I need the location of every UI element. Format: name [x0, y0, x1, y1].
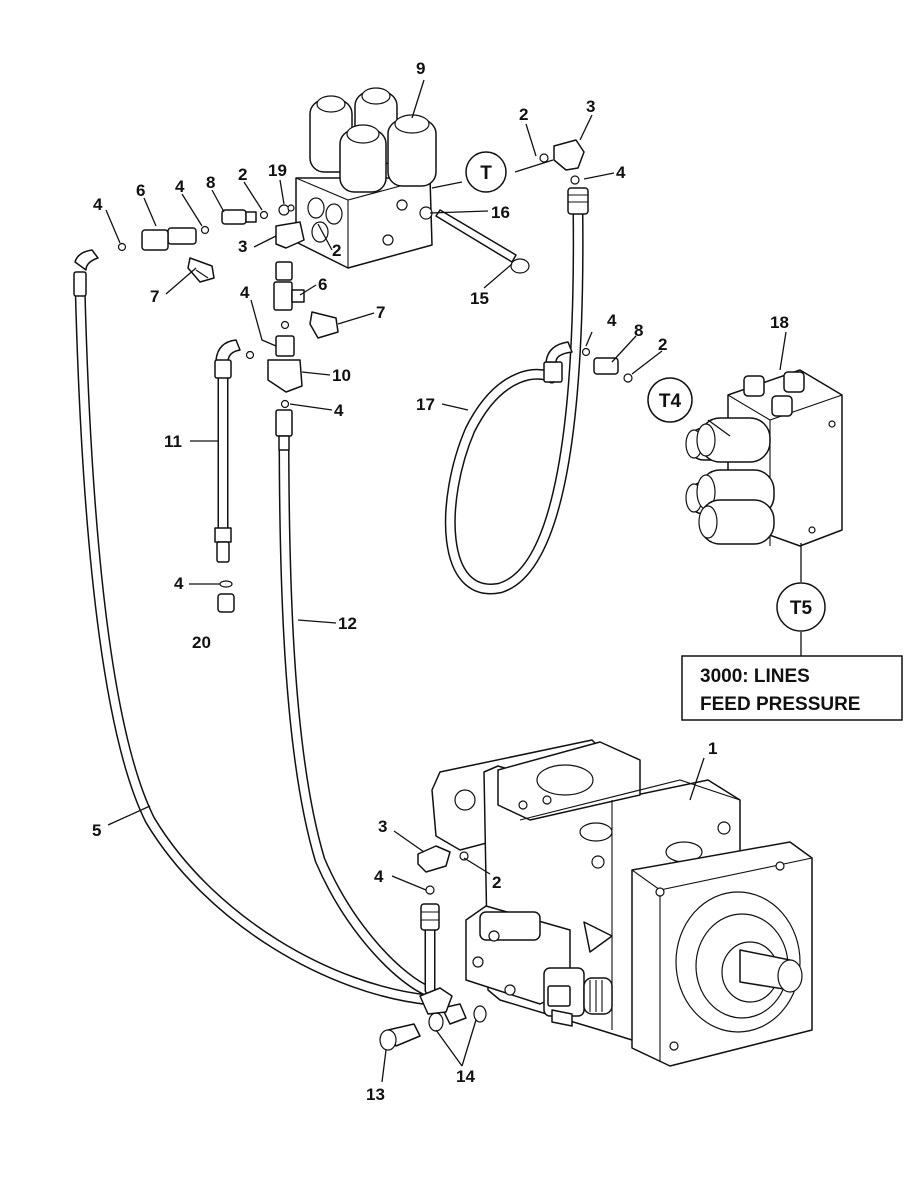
hose-11	[214, 339, 241, 563]
callout-15: 15	[470, 289, 489, 308]
callout-4: 4	[93, 195, 103, 214]
callout-2: 2	[492, 873, 501, 892]
port-tag-t5-label: T5	[790, 598, 813, 619]
callout-6: 6	[136, 181, 145, 200]
callout-1: 1	[708, 739, 717, 758]
port-tag-t5: T5	[776, 582, 826, 632]
callout-20: 20	[192, 633, 211, 652]
callout-13: 13	[366, 1085, 385, 1104]
callout-numbers: 9 2 3 4 16 15 19 2 8 4 6 4 7 3 2 6 7 4 1…	[92, 59, 789, 1104]
plug-20	[217, 580, 235, 613]
callout-16: 16	[491, 203, 510, 222]
callout-14: 14	[456, 1067, 475, 1086]
callout-4: 4	[175, 177, 185, 196]
callout-18: 18	[770, 313, 789, 332]
fittings-right-top	[539, 139, 585, 185]
callout-7: 7	[376, 303, 385, 322]
manifold-block-18	[685, 369, 843, 547]
callout-2: 2	[238, 165, 247, 184]
callout-2: 2	[332, 241, 341, 260]
callout-4: 4	[240, 283, 250, 302]
bolt-15	[435, 209, 530, 274]
callout-4: 4	[174, 574, 184, 593]
fittings-t4-chain	[581, 347, 633, 383]
callout-2: 2	[519, 105, 528, 124]
manifold-ports	[685, 417, 775, 545]
callout-7: 7	[150, 287, 159, 306]
reference-box-line2: FEED PRESSURE	[700, 694, 860, 715]
callout-4: 4	[374, 867, 384, 886]
callout-4: 4	[616, 163, 626, 182]
fittings-center-stack	[245, 221, 339, 409]
callout-17: 17	[416, 395, 435, 414]
callout-5: 5	[92, 821, 101, 840]
hose-lower-pump	[420, 903, 440, 996]
reference-box-line1: 3000: LINES	[700, 666, 810, 687]
callout-4: 4	[607, 311, 617, 330]
callout-3: 3	[378, 817, 387, 836]
callout-11: 11	[164, 432, 182, 451]
solenoid-valve-block-9	[295, 87, 437, 269]
callout-8: 8	[634, 321, 643, 340]
leader-lines	[105, 79, 802, 1083]
callout-3: 3	[238, 237, 247, 256]
callout-12: 12	[338, 614, 357, 633]
callout-6: 6	[318, 275, 327, 294]
hose-17	[444, 187, 589, 595]
callout-4: 4	[334, 401, 344, 420]
port-tag-t4-label: T4	[659, 391, 682, 412]
fittings-left-chain	[117, 204, 295, 283]
hose-12	[275, 409, 436, 998]
callout-8: 8	[206, 173, 215, 192]
port-tag-t-label: T	[480, 163, 492, 184]
port-tag-t4: T4	[647, 377, 693, 423]
port-tag-t: T	[465, 151, 507, 193]
callout-3: 3	[586, 97, 595, 116]
callout-9: 9	[416, 59, 425, 78]
callout-19: 19	[268, 161, 287, 180]
callout-10: 10	[332, 366, 351, 385]
reference-box: 3000: LINES FEED PRESSURE	[681, 655, 903, 721]
hydraulic-pump-1	[379, 739, 813, 1067]
callout-2: 2	[658, 335, 667, 354]
hose-5	[73, 249, 436, 1006]
